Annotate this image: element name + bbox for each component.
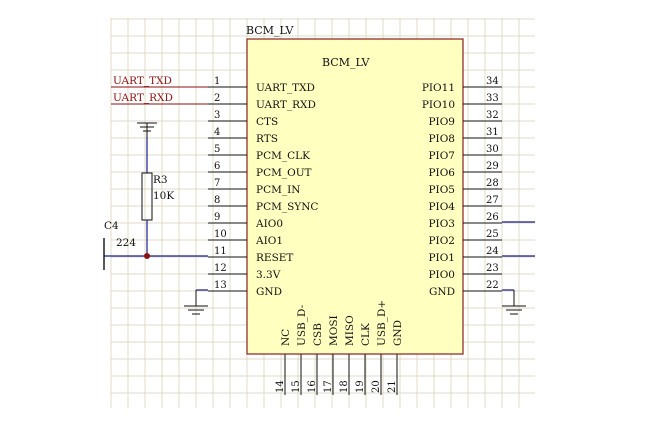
net-label-uart-txd: UART_TXD bbox=[113, 75, 172, 87]
right-pin-name: PIO7 bbox=[428, 150, 455, 162]
right-pin-number: 31 bbox=[486, 127, 499, 138]
bottom-pin-number: 19 bbox=[355, 380, 366, 393]
right-pin-name: PIO5 bbox=[428, 184, 455, 196]
right-pin-number: 29 bbox=[486, 161, 499, 172]
bottom-pin-number: 16 bbox=[307, 380, 318, 393]
right-pin-name: PIO6 bbox=[428, 167, 455, 179]
left-pin-name: 3.3V bbox=[256, 269, 281, 281]
bottom-pin-number: 21 bbox=[387, 380, 398, 393]
right-pin-name: GND bbox=[429, 286, 455, 298]
bottom-pin-number: 15 bbox=[291, 380, 302, 393]
right-pin-number: 22 bbox=[486, 280, 499, 291]
left-pin-name: UART_RXD bbox=[256, 99, 316, 111]
junction-dot bbox=[144, 253, 150, 259]
right-pin-name: PIO0 bbox=[428, 269, 455, 281]
right-pin-number: 23 bbox=[486, 263, 499, 274]
bottom-pin-name: CLK bbox=[360, 323, 372, 346]
resistor-ref: R3 bbox=[153, 174, 168, 186]
resistor-body bbox=[141, 172, 153, 221]
left-pin-name: RTS bbox=[256, 133, 278, 145]
left-pin-number: 5 bbox=[214, 144, 220, 155]
right-pin-name: PIO2 bbox=[428, 235, 455, 247]
right-pin-number: 34 bbox=[486, 76, 499, 87]
bottom-pin-number: 18 bbox=[339, 380, 350, 393]
left-pin-name: GND bbox=[256, 286, 282, 298]
bottom-pin-name: GND bbox=[392, 320, 404, 346]
left-pin-number: 7 bbox=[214, 178, 220, 189]
right-pin-name: PIO9 bbox=[428, 116, 455, 128]
bottom-pin-group: 14 NC 15 USB_D- 16 CSB 17 MOSI 18 MISO 19 CLK 20 USB_… bbox=[275, 300, 404, 395]
left-pin-number: 12 bbox=[214, 263, 227, 274]
net-label-uart-rxd: UART_RXD bbox=[113, 92, 173, 104]
left-pin-name: PCM_OUT bbox=[256, 167, 312, 179]
bottom-pin-number: 14 bbox=[275, 380, 286, 393]
right-pin-name: PIO10 bbox=[422, 99, 455, 111]
right-pin-number: 33 bbox=[486, 93, 499, 104]
left-pin-number: 11 bbox=[214, 246, 227, 257]
left-pin-number: 6 bbox=[214, 161, 220, 172]
left-pin-number: 1 bbox=[214, 76, 220, 87]
left-pin-name: PCM_CLK bbox=[256, 150, 310, 162]
bottom-pin-name: CSB bbox=[312, 323, 324, 346]
left-pin-number: 3 bbox=[214, 110, 220, 121]
chip-body-title: BCM_LV bbox=[322, 56, 370, 69]
right-pin-name: PIO11 bbox=[422, 82, 455, 94]
right-pin-number: 25 bbox=[486, 229, 499, 240]
right-pin-name: PIO4 bbox=[428, 201, 455, 213]
left-pin-number: 8 bbox=[214, 195, 220, 206]
left-pin-name: UART_TXD bbox=[256, 82, 315, 94]
left-pin-name: PCM_SYNC bbox=[256, 201, 318, 213]
component-designator: BCM_LV bbox=[246, 24, 294, 37]
power-symbol-icon bbox=[137, 122, 157, 137]
right-pin-number: 28 bbox=[486, 178, 499, 189]
bottom-pin-name: USB_D- bbox=[296, 304, 308, 346]
chip-body bbox=[246, 38, 464, 355]
ground-symbol-icon-right bbox=[502, 289, 526, 315]
left-pin-name: CTS bbox=[256, 116, 278, 128]
bottom-pin-name: NC bbox=[280, 329, 292, 346]
resistor-value: 10K bbox=[153, 190, 174, 202]
right-pin-number: 27 bbox=[486, 195, 499, 206]
bottom-pin-name: MOSI bbox=[328, 315, 340, 346]
left-pin-name: AIO0 bbox=[255, 218, 283, 230]
left-pin-number: 2 bbox=[214, 93, 220, 104]
right-pin-name: PIO8 bbox=[428, 133, 455, 145]
bottom-pin-number: 20 bbox=[371, 380, 382, 393]
left-pin-number: 13 bbox=[214, 280, 227, 291]
bottom-pin-name: USB_D+ bbox=[376, 300, 388, 346]
bottom-pin-name: MISO bbox=[344, 315, 356, 346]
right-pin-name: PIO1 bbox=[428, 252, 455, 264]
right-pin-number: 30 bbox=[486, 144, 499, 155]
left-pin-number: 4 bbox=[214, 127, 220, 138]
left-pin-name: RESET bbox=[256, 252, 293, 264]
right-pin-name: PIO3 bbox=[428, 218, 455, 230]
left-pin-number: 9 bbox=[214, 212, 220, 223]
left-pin-name: PCM_IN bbox=[256, 184, 300, 196]
ground-symbol-icon bbox=[184, 289, 208, 315]
capacitor-c4: C4 224 bbox=[103, 220, 136, 270]
capacitor-ref: C4 bbox=[104, 220, 119, 232]
left-pin-number: 10 bbox=[214, 229, 227, 240]
bottom-pin-number: 17 bbox=[323, 380, 334, 393]
right-pin-number: 26 bbox=[486, 212, 499, 223]
right-pin-number: 32 bbox=[486, 110, 499, 121]
left-pin-name: AIO1 bbox=[255, 235, 283, 247]
resistor-r3: R3 10K bbox=[141, 137, 174, 256]
right-pin-number: 24 bbox=[486, 246, 499, 257]
capacitor-value: 224 bbox=[116, 237, 136, 249]
